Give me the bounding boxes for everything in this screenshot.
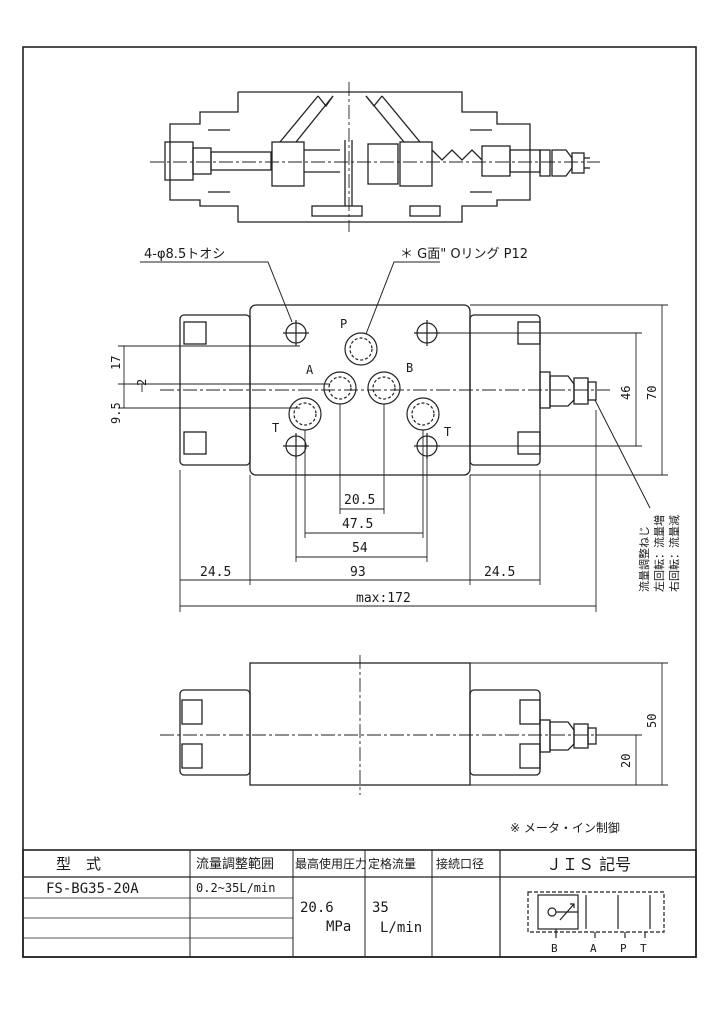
spec-table-grid: [22, 849, 697, 958]
dim-93: 93: [350, 565, 366, 580]
cell-pressure-unit: MPa: [326, 919, 351, 935]
port-circles: [288, 332, 440, 431]
jis-valve-symbol: [527, 891, 665, 938]
leader-lines: [140, 261, 651, 509]
cell-flow-unit: L/min: [380, 920, 422, 936]
cell-model: FS-BG35-20A: [46, 881, 139, 897]
cell-flow-value: 35: [372, 900, 389, 916]
dim-20-5: 20.5: [344, 493, 375, 508]
dim-2: 2: [135, 379, 149, 386]
header-rated-flow: 定格流量: [368, 856, 416, 871]
header-model: 型 式: [56, 855, 101, 873]
jis-port-b: B: [551, 942, 558, 955]
dim-50: 50: [645, 714, 659, 728]
port-label-a: A: [306, 363, 314, 377]
meter-in-note: ※ メータ・イン制御: [510, 820, 620, 835]
cell-flow-range: 0.2~35L/min: [196, 881, 275, 895]
mounting-holes: [283, 320, 440, 459]
dim-70: 70: [645, 386, 659, 400]
dim-20: 20: [619, 754, 633, 768]
dim-46: 46: [619, 386, 633, 400]
side-view-dimension-lines: [470, 662, 668, 786]
dim-54: 54: [352, 541, 368, 556]
dim-24-5-right: 24.5: [484, 565, 515, 580]
dim-24-5-left: 24.5: [200, 565, 231, 580]
jis-port-t: T: [640, 942, 647, 955]
oring-note: ＊ G面" Oリング P12: [400, 247, 528, 262]
holes-note: 4-φ8.5トオシ: [144, 247, 225, 262]
horizontal-dimension-lines: [179, 404, 597, 612]
header-port-size: 接続口径: [436, 856, 484, 871]
header-max-pressure: 最高使用圧力: [295, 856, 367, 871]
port-label-t-right: T: [444, 425, 451, 439]
adjust-screw-right-rotation: 右回転：流量減: [667, 515, 681, 592]
dim-max-172: max:172: [356, 591, 411, 606]
cell-pressure-value: 20.6: [300, 900, 334, 916]
header-flow-range: 流量調整範囲: [196, 857, 274, 872]
port-label-p: P: [340, 317, 347, 331]
adjust-screw-title: 流量調整ねじ: [637, 526, 651, 592]
dim-47-5: 47.5: [342, 517, 373, 532]
header-jis: ＪＩＳ 記号: [546, 855, 631, 874]
top-section-view: [164, 91, 590, 223]
jis-port-p: P: [620, 942, 627, 955]
jis-port-a: A: [590, 942, 597, 955]
vertical-dimension-lines-left: [118, 345, 330, 409]
side-view: [179, 662, 597, 786]
dim-17: 17: [109, 356, 123, 370]
dim-9-5: 9.5: [109, 402, 123, 424]
vertical-dimension-lines-right: [440, 304, 668, 476]
port-label-b: B: [406, 361, 413, 375]
adjust-screw-left-rotation: 左回転：流量増: [652, 515, 666, 592]
port-label-t-left: T: [272, 421, 279, 435]
